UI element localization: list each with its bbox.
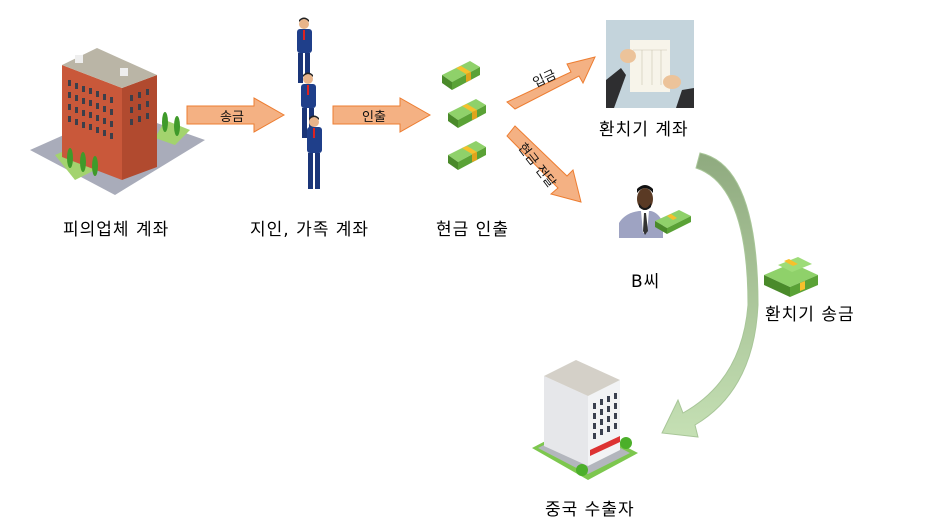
remit-arrow (186, 97, 286, 133)
node-label-suspect-company: 피의업체 계좌 (63, 220, 170, 240)
cash-pile-icon (764, 257, 818, 297)
arrow-label-withdraw: 인출 (362, 110, 386, 125)
cash-delivery-arrow (506, 125, 582, 203)
remittance-curve-arrow (661, 152, 759, 438)
arrow-label-remit: 송금 (220, 110, 244, 125)
man-with-cash-icon (619, 185, 691, 238)
node-label-chinese-exporter: 중국 수출자 (545, 500, 635, 520)
office-building-icon (30, 48, 205, 195)
bank-statement-icon (606, 20, 694, 108)
cash-stacks-icon (442, 61, 486, 170)
office-tower-icon (532, 360, 638, 480)
node-label-hawala-remit: 환치기 송금 (765, 305, 855, 325)
businessmen-icon (297, 17, 322, 189)
deposit-arrow (506, 56, 596, 110)
withdraw-arrow (332, 97, 432, 133)
node-label-hawala-account: 환치기 계좌 (599, 120, 689, 140)
node-label-acquaintances: 지인, 가족 계좌 (250, 220, 370, 240)
node-label-cash-withdrawal: 현금 인출 (436, 220, 509, 240)
node-label-person-b: B씨 (631, 272, 661, 292)
